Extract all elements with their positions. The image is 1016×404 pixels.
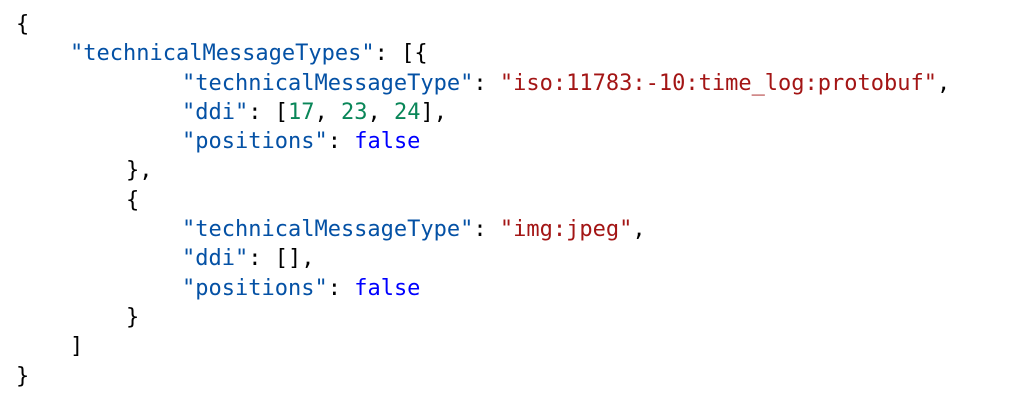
object-open: { bbox=[126, 187, 140, 213]
item-1-ddi-value: 23 bbox=[340, 99, 368, 125]
array-close: ] bbox=[70, 334, 84, 360]
code-line-4: "ddi": [17, 23, 24], bbox=[182, 99, 447, 125]
item-2-ddi-empty: [] bbox=[274, 246, 302, 272]
item-2-ddi-key: "ddi" bbox=[182, 246, 249, 272]
code-line-12: ] bbox=[0, 332, 1016, 361]
code-line-11: } bbox=[0, 303, 1016, 332]
code-line-5: "positions": false bbox=[182, 129, 421, 155]
item-2-type-key: "technicalMessageType" bbox=[182, 217, 474, 243]
code-line-7: { bbox=[0, 186, 1016, 215]
code-line-13: } bbox=[0, 362, 1016, 391]
item-2-type-value: "img:jpeg" bbox=[499, 217, 633, 243]
object-close-comma: }, bbox=[126, 158, 153, 184]
object-close: } bbox=[126, 304, 140, 330]
code-line-3: "technicalMessageType": "iso:11783:-10:t… bbox=[182, 70, 951, 96]
root-separator: : [{ bbox=[374, 41, 428, 67]
item-2-positions-key: "positions" bbox=[182, 275, 328, 301]
item-2-positions-value: false bbox=[354, 275, 421, 301]
item-1-ddi-value: 24 bbox=[393, 99, 421, 125]
item-1-type-key: "technicalMessageType" bbox=[182, 70, 474, 96]
open-brace: { bbox=[16, 12, 30, 37]
item-1-positions-value: false bbox=[354, 129, 421, 155]
code-line-8: "technicalMessageType": "img:jpeg", bbox=[182, 217, 646, 243]
code-line-9: "ddi": [], bbox=[182, 246, 315, 272]
code-line-6: }, bbox=[0, 156, 1016, 185]
code-line-10: "positions": false bbox=[182, 275, 421, 301]
close-brace: } bbox=[16, 363, 30, 389]
root-key: "technicalMessageTypes" bbox=[70, 41, 375, 67]
item-1-type-value: "iso:11783:-10:time_log:protobuf" bbox=[499, 70, 937, 96]
code-line-2: "technicalMessageTypes": [{ bbox=[0, 39, 1016, 68]
item-1-ddi-value: 17 bbox=[287, 99, 315, 125]
code-line-1: { bbox=[0, 10, 1016, 39]
item-1-positions-key: "positions" bbox=[182, 129, 328, 155]
item-1-ddi-key: "ddi" bbox=[182, 99, 249, 125]
